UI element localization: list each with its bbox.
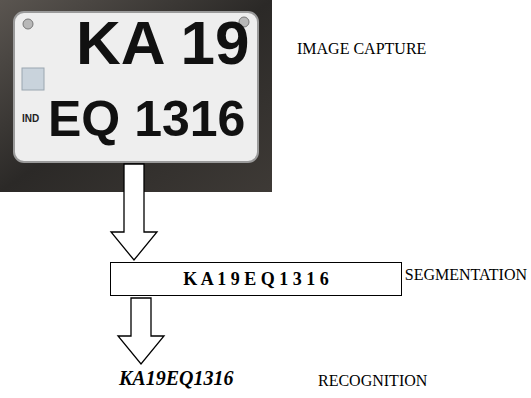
flow-arrow [118, 298, 164, 364]
flow-arrow [111, 164, 157, 260]
stage-label: SEGMENTATION [405, 266, 527, 284]
plate-text: KA 19 [76, 12, 249, 74]
plate-body [14, 12, 258, 162]
segmented-characters: K A 1 9 E Q 1 3 1 6 [123, 269, 389, 289]
recognized-text: KA19EQ1316 [117, 366, 235, 390]
recognized-plate: KA19EQ1316 [119, 366, 233, 390]
stage-label: IMAGE CAPTURE [297, 40, 426, 58]
stage-label: RECOGNITION [318, 372, 427, 390]
plate-text: EQ 1316 [48, 94, 245, 144]
country-code: IND [22, 114, 39, 124]
license-plate: KA 19 IND EQ 1316 [14, 12, 258, 162]
photo-background [0, 0, 272, 192]
screw [23, 19, 33, 29]
hologram [22, 68, 44, 90]
segmentation-box: K A 1 9 E Q 1 3 1 6 [110, 262, 402, 296]
